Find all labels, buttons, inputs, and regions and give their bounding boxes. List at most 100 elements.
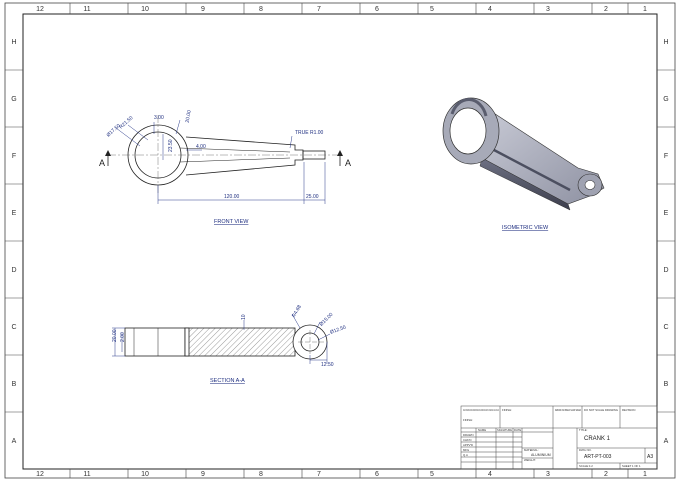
dim-leader [289, 135, 293, 149]
zone-row-label: A [12, 438, 17, 445]
section-letter: A [345, 158, 351, 168]
tb-size: A3 [647, 454, 653, 460]
zone-row-label: H [11, 39, 16, 46]
tb-material-label: MATERIAL: [524, 448, 539, 452]
zone-col-label: 12 [36, 471, 44, 478]
iso-arm-side [479, 157, 571, 211]
zone-col-label: 6 [375, 6, 379, 13]
zone-col-label: 1 [643, 471, 647, 478]
zone-row-label: E [664, 210, 669, 217]
zone-row-label: B [664, 381, 669, 388]
zone-col-label: 2 [604, 6, 608, 13]
dim-end: 12.50 [321, 362, 334, 368]
zone-row-label: C [11, 324, 16, 331]
dim-step: 2.00 [120, 332, 126, 342]
section-view-caption: SECTION A-A [210, 378, 245, 384]
zone-row-label: E [12, 210, 17, 217]
zone-labels: 12 11 10 9 8 7 6 5 4 3 2 1 12 11 10 9 8 … [11, 6, 668, 478]
section-hatched-arm [184, 327, 296, 357]
zone-col-label: 8 [259, 6, 263, 13]
zone-ticks [5, 3, 675, 478]
zone-col-label: 10 [141, 6, 149, 13]
zone-col-label: 11 [83, 471, 90, 478]
tb-role: APPV'D [463, 443, 473, 447]
dim-height: 20.00 [112, 329, 118, 342]
title-block-text: UNLESS OTHERWISE SPECIFIED: DIMENSIONS A… [463, 408, 641, 468]
iso-bore-shade [450, 98, 488, 117]
dim-rib: 10 [241, 314, 247, 320]
section-eye-block [124, 327, 186, 357]
dim-dia2: Ø12.50 [329, 324, 347, 335]
outer-border [4, 2, 676, 479]
dim-length: 120.00 [224, 194, 240, 200]
dim-top-a: 3.00 [154, 115, 164, 121]
tb-role: MFG [463, 448, 469, 452]
tb-name-label: NAME [478, 428, 486, 432]
tb-role: Q.A [463, 453, 468, 457]
zone-row-label: F [664, 153, 668, 160]
tb-date-label: DATE [514, 428, 521, 432]
tb-finish-label: FINISH: [502, 408, 512, 412]
dim-end: 25.00 [306, 194, 319, 200]
zone-col-label: 5 [430, 6, 434, 13]
tb-revision: REVISION [622, 408, 635, 412]
zone-row-label: D [663, 267, 668, 274]
tb-title: CRANK 1 [584, 436, 611, 442]
tb-signature-label: SIGNATURE [497, 428, 512, 432]
tb-dwg-no: ART-PT-003 [584, 454, 612, 460]
zone-col-label: 3 [546, 6, 550, 13]
iso-eye-bore [449, 107, 487, 155]
section-view [124, 324, 328, 360]
zone-col-label: 3 [546, 471, 550, 478]
front-view [108, 115, 340, 195]
front-dimensions [115, 119, 326, 204]
inner-border [22, 13, 658, 470]
dim-leader [127, 124, 149, 141]
zone-col-label: 7 [317, 6, 321, 13]
zone-col-label: 4 [488, 471, 492, 478]
zone-col-label: 5 [430, 471, 434, 478]
dim-dia1: Ø15.00 [319, 312, 335, 328]
tb-deburr: DEBURR AND BREAK SHARP EDGES [555, 408, 581, 412]
dim-leader [175, 119, 181, 135]
tb-dwg-label: DWG NO. [579, 448, 592, 452]
zone-col-label: 4 [488, 6, 492, 13]
tb-dont-scale: DO NOT SCALE DRAWING [584, 408, 618, 412]
tb-scale: SCALE:1:2 [579, 464, 593, 468]
zone-row-label: F [12, 153, 16, 160]
tb-sheet-no: SHEET 1 OF 1 [622, 464, 641, 468]
zone-row-label: C [663, 324, 668, 331]
dim-true-r: TRUE R1.00 [295, 130, 324, 136]
zone-col-label: 11 [83, 6, 90, 13]
zone-col-label: 9 [201, 6, 205, 13]
zone-col-label: 10 [141, 471, 149, 478]
zone-row-label: G [11, 96, 16, 103]
tb-title-label: TITLE: [579, 428, 588, 432]
section-arrow-left: A [99, 150, 111, 168]
front-view-caption: FRONT VIEW [214, 219, 249, 225]
zone-col-label: 7 [317, 471, 321, 478]
front-arm-outline [185, 136, 304, 176]
section-arrow-right: A [337, 150, 351, 168]
isometric-view [442, 97, 605, 211]
tb-weight-label: WEIGHT: [524, 458, 536, 462]
section-step [184, 327, 190, 357]
zone-col-label: 12 [36, 6, 44, 13]
tb-role: CHK'D [463, 438, 471, 442]
zone-row-label: A [664, 438, 669, 445]
front-arm-inner [179, 147, 291, 153]
section-letter: A [99, 158, 105, 168]
zone-col-label: 6 [375, 471, 379, 478]
dim-top-b: 20.00 [185, 110, 193, 124]
zone-row-label: H [663, 39, 668, 46]
zone-col-label: 9 [201, 471, 205, 478]
isometric-view-caption: ISOMETRIC VIEW [502, 225, 549, 231]
zone-col-label: 1 [643, 6, 647, 13]
zone-col-label: 2 [604, 471, 608, 478]
section-dimensions [112, 313, 331, 364]
zone-col-label: 8 [259, 471, 263, 478]
tb-material-value: ALUMINIUM [531, 453, 551, 457]
iso-arm-groove [493, 148, 571, 192]
dim-wall: 4.00 [196, 144, 206, 150]
